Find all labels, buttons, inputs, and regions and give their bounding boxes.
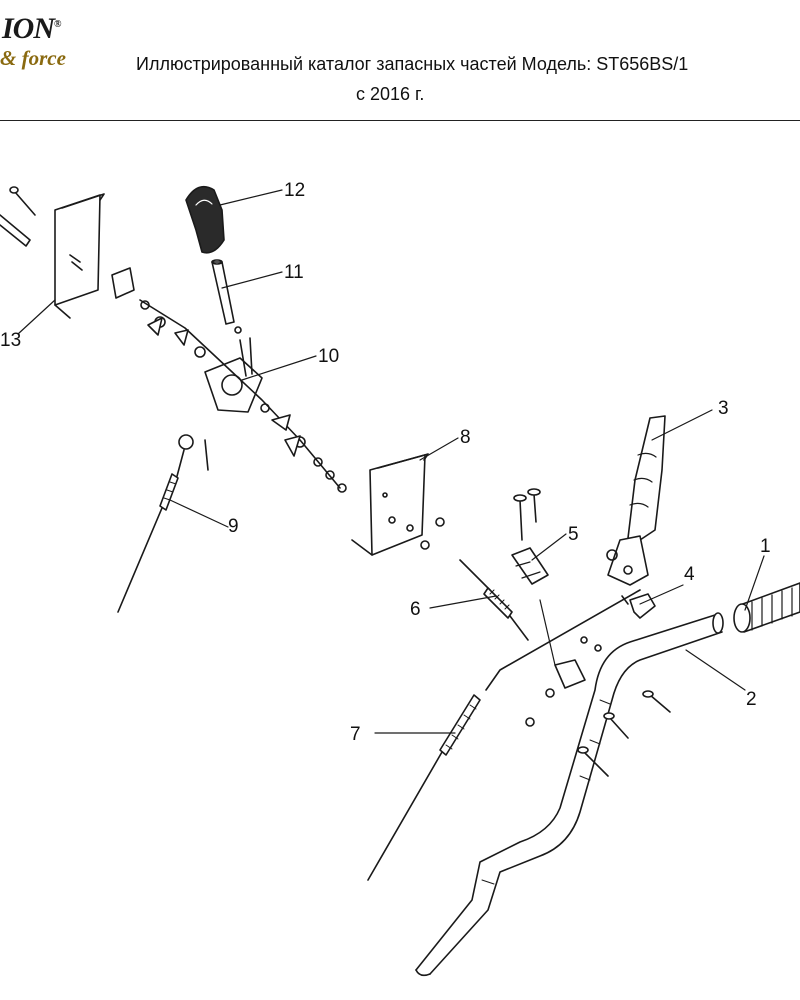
callout-12: 12 xyxy=(284,180,305,201)
part-9-cable xyxy=(117,434,209,613)
part-10-shift-assembly xyxy=(111,267,347,493)
page-header: ION® & force Иллюстрированный каталог за… xyxy=(0,0,800,121)
registered-mark: ® xyxy=(54,19,62,30)
callout-6: 6 xyxy=(410,599,421,620)
callout-5: 5 xyxy=(568,524,579,545)
callout-4: 4 xyxy=(684,564,695,585)
callout-9: 9 xyxy=(228,516,239,537)
part-6-cable xyxy=(459,559,529,641)
part-7-cable xyxy=(367,589,641,881)
logo-text: ION xyxy=(2,12,55,45)
part-2-handlebar xyxy=(415,612,724,977)
callout-2: 2 xyxy=(746,689,757,710)
catalog-title: Иллюстрированный каталог запасных частей… xyxy=(136,54,689,74)
callout-labels: 1 2 3 4 5 6 7 8 9 10 11 12 13 xyxy=(0,180,771,745)
part-3-chute-rod xyxy=(606,415,666,586)
leader-lines xyxy=(17,189,765,734)
callout-3: 3 xyxy=(718,398,729,419)
callout-11: 11 xyxy=(284,262,304,283)
callout-13: 13 xyxy=(0,330,21,351)
part-1-grip xyxy=(733,582,800,633)
callout-1: 1 xyxy=(760,536,771,557)
catalog-subtitle: с 2016 г. xyxy=(356,84,425,104)
logo-tagline: & force xyxy=(0,46,66,70)
handle-bracket xyxy=(554,659,586,689)
part-5-cable-guide xyxy=(511,488,549,585)
callout-8: 8 xyxy=(460,427,471,448)
part-8-console-plate xyxy=(351,453,445,556)
callout-10: 10 xyxy=(318,346,339,367)
part-12-shift-knob xyxy=(185,185,225,254)
part-13-console-plate xyxy=(0,186,105,319)
brand-logo: ION® xyxy=(2,12,62,46)
part-11-shift-rod xyxy=(211,259,242,334)
callout-7: 7 xyxy=(350,724,361,745)
handle-bolts xyxy=(525,636,671,777)
